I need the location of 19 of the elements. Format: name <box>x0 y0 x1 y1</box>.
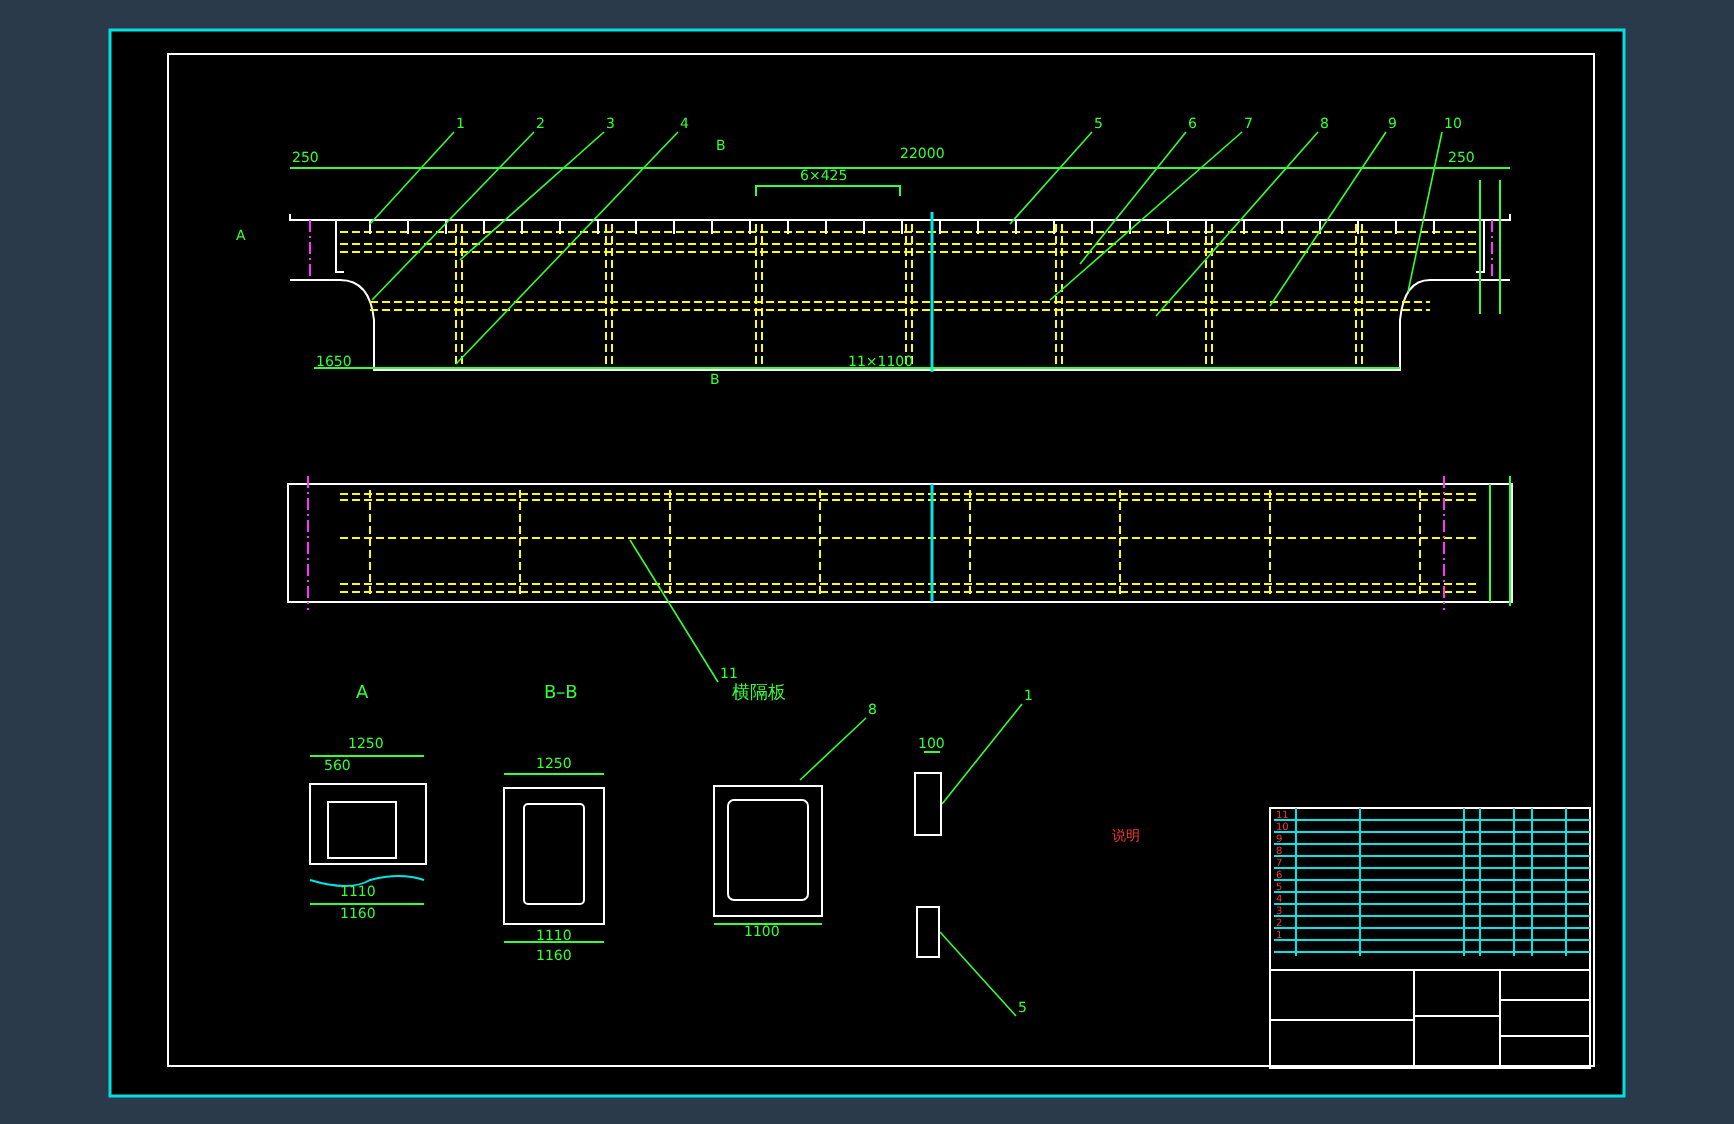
leader-line <box>939 931 1017 1017</box>
view-title: 横隔板 <box>732 686 786 702</box>
rebar-detail-shape <box>914 772 942 836</box>
leader-line <box>1407 131 1443 293</box>
leader-line <box>459 131 605 261</box>
leader-line <box>799 717 867 781</box>
view-title: B–B <box>544 686 578 702</box>
leader-line <box>629 539 719 683</box>
leader-line <box>369 131 455 225</box>
leader-line <box>1009 131 1093 225</box>
view-title: A <box>356 686 369 702</box>
leader-line <box>371 131 535 301</box>
leader-line <box>1269 131 1387 307</box>
leader-line <box>1155 131 1319 317</box>
leader-line <box>1049 131 1243 301</box>
leader-line <box>1079 131 1187 265</box>
leader-line <box>455 131 679 365</box>
rebar-detail-shape <box>916 906 940 958</box>
leader-line <box>941 703 1023 805</box>
